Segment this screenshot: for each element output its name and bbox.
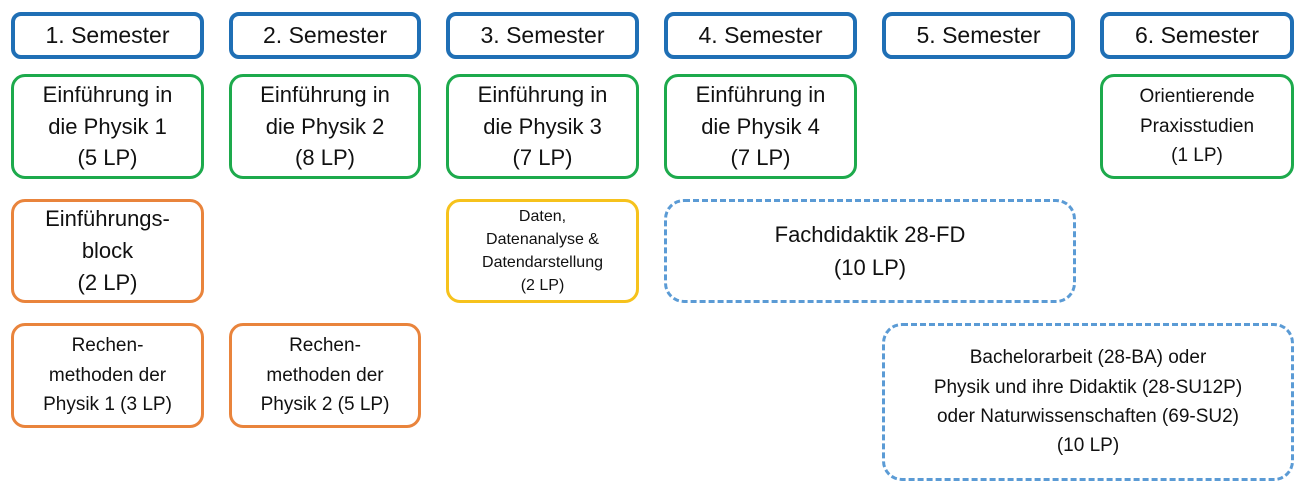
semester-label: 4. Semester — [698, 22, 823, 48]
semester-header-1: 1. Semester — [11, 12, 204, 59]
module-credits: (10 LP) — [1056, 435, 1120, 457]
module-line: oder Naturwissenschaften (69-SU2) — [936, 406, 1240, 427]
module-line: Physik und ihre Didaktik (28-SU12P) — [933, 376, 1243, 398]
module-line: Einführung in — [695, 81, 826, 107]
module-line: Rechen- — [289, 335, 361, 357]
module-line: Physik 1 (3 LP) — [43, 394, 172, 416]
module-line: Daten, — [518, 207, 567, 225]
module-physik-4: Einführung in die Physik 4 (7 LP) — [664, 74, 857, 179]
module-credits: (10 LP) — [833, 255, 907, 280]
module-line: Praxisstudien — [1139, 115, 1255, 137]
semester-label: 6. Semester — [1135, 22, 1259, 48]
semester-header-3: 3. Semester — [446, 12, 639, 59]
module-line: methoden der — [48, 364, 167, 386]
module-credits: (2 LP) — [520, 277, 565, 295]
module-credits: (8 LP) — [295, 145, 355, 171]
module-credits: (7 LP) — [512, 145, 573, 171]
module-line: Einführung in — [260, 81, 390, 107]
module-credits: (7 LP) — [730, 145, 791, 171]
module-line: Einführungs- — [45, 206, 170, 232]
module-einfuehrungsblock: Einführungs- block (2 LP) — [11, 199, 204, 303]
semester-header-4: 4. Semester — [664, 12, 857, 59]
module-line: Fachdidaktik 28-FD — [774, 222, 966, 247]
module-line: Einführung in — [42, 81, 173, 107]
module-praxisstudien: Orientierende Praxisstudien (1 LP) — [1100, 74, 1294, 179]
module-physik-2: Einführung in die Physik 2 (8 LP) — [229, 74, 421, 179]
module-line: Einführung in — [477, 81, 608, 107]
module-line: Datenanalyse & — [486, 230, 599, 248]
module-rechenmethoden-1: Rechen- methoden der Physik 1 (3 LP) — [11, 323, 204, 428]
module-daten: Daten, Datenanalyse & Datendarstellung (… — [446, 199, 639, 303]
semester-header-2: 2. Semester — [229, 12, 421, 59]
semester-label: 2. Semester — [263, 22, 387, 48]
module-line: Orientierende — [1139, 86, 1255, 108]
semester-header-6: 6. Semester — [1100, 12, 1294, 59]
module-line: Datendarstellung — [482, 254, 603, 271]
module-line: Bachelorarbeit (28-BA) oder — [969, 347, 1207, 369]
semester-label: 5. Semester — [916, 22, 1041, 48]
module-line: methoden der — [266, 364, 384, 386]
module-credits: (2 LP) — [77, 269, 138, 295]
module-physik-1: Einführung in die Physik 1 (5 LP) — [11, 74, 204, 179]
semester-header-5: 5. Semester — [882, 12, 1075, 59]
module-line: Rechen- — [71, 335, 144, 357]
module-physik-3: Einführung in die Physik 3 (7 LP) — [446, 74, 639, 179]
semester-label: 3. Semester — [480, 22, 605, 48]
module-line: die Physik 3 — [483, 113, 602, 139]
module-line: die Physik 2 — [265, 113, 385, 139]
module-line: die Physik 4 — [701, 113, 820, 139]
module-line: block — [81, 238, 134, 264]
semester-label: 1. Semester — [45, 22, 170, 48]
module-rechenmethoden-2: Rechen- methoden der Physik 2 (5 LP) — [229, 323, 421, 428]
module-bachelorarbeit: Bachelorarbeit (28-BA) oder Physik und i… — [882, 323, 1294, 481]
module-credits: (5 LP) — [77, 145, 138, 171]
module-credits: (1 LP) — [1171, 145, 1223, 167]
module-fachdidaktik: Fachdidaktik 28-FD (10 LP) — [664, 199, 1076, 303]
module-line: Physik 2 (5 LP) — [260, 394, 390, 416]
module-line: die Physik 1 — [48, 113, 167, 139]
